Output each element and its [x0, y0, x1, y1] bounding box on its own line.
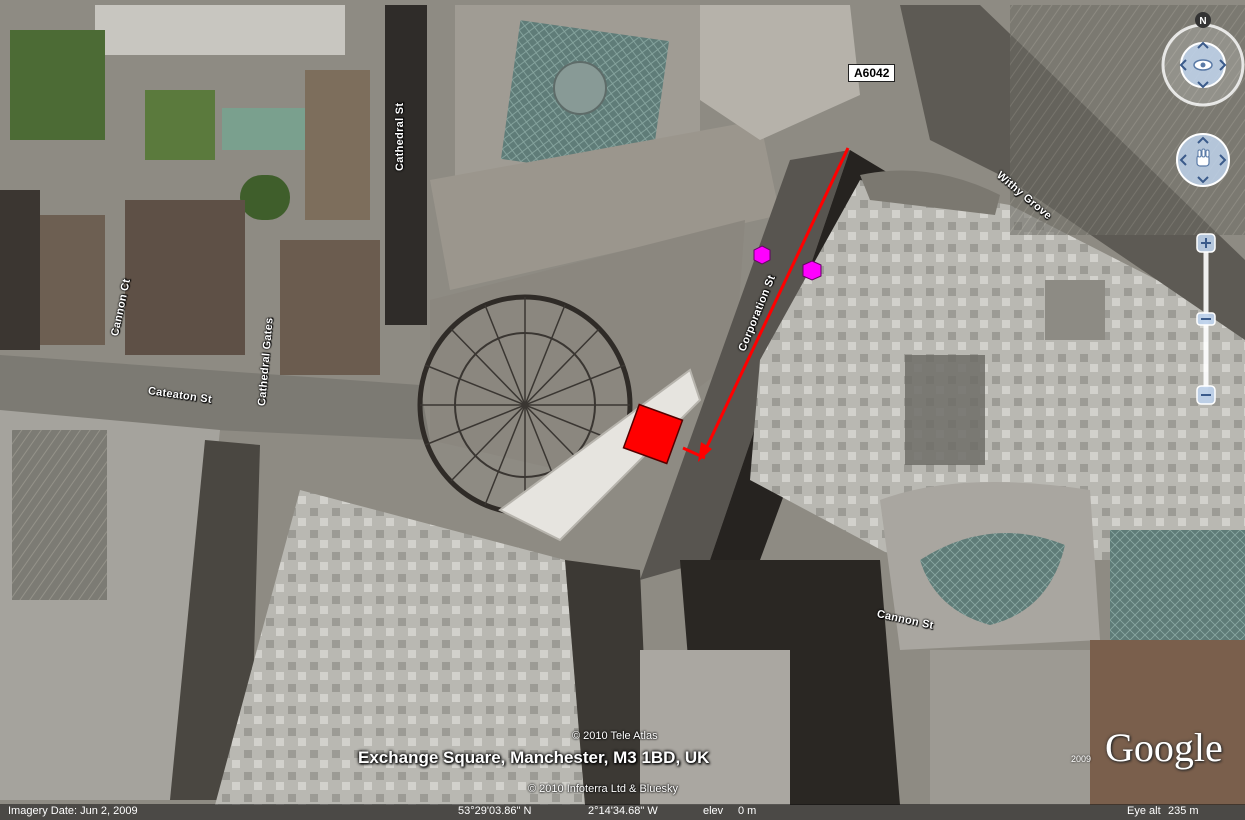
building-block [95, 5, 345, 55]
shadow [0, 190, 40, 350]
chevron-left-icon[interactable] [1179, 59, 1187, 71]
plus-icon [1201, 238, 1211, 248]
direction-arrow [701, 147, 850, 456]
hexagon-marker [802, 260, 822, 281]
chevron-down-icon[interactable] [1197, 176, 1209, 184]
elev-label: elev [703, 805, 724, 817]
street-label-cathedral-st: Cathedral St [394, 102, 406, 171]
hexagon-marker [753, 245, 771, 265]
building-block [280, 240, 380, 375]
status-bar: Imagery Date: Jun 2, 2009 53°29'03.86" N… [0, 804, 1245, 820]
shadow [385, 5, 427, 325]
building-block [305, 70, 370, 220]
compass-north[interactable]: N [1195, 12, 1211, 28]
location-square-marker [622, 403, 684, 465]
chevron-down-icon[interactable] [1197, 81, 1209, 89]
eye-alt-label: Eye alt [1127, 805, 1161, 817]
google-year: 2009 [1071, 754, 1092, 764]
building-block [750, 180, 1245, 560]
zoom-handle[interactable] [1196, 312, 1216, 326]
place-title: Exchange Square, Manchester, M3 1BD, UK [358, 748, 710, 767]
longitude-readout: 2°14'34.68" W [588, 805, 658, 817]
chevron-up-icon[interactable] [1197, 136, 1209, 144]
elev-value: 0 m [738, 805, 757, 817]
roof-equipment [905, 355, 985, 465]
rail-lines [12, 430, 107, 600]
latitude-readout: 53°29'03.86" N [458, 805, 532, 817]
google-logo: Google [1105, 725, 1223, 770]
building-block [125, 200, 245, 355]
tree [240, 175, 290, 220]
road-shield-a6042: A6042 [848, 64, 896, 82]
zoom-out-button[interactable] [1196, 385, 1216, 405]
glass-roof [920, 533, 1065, 625]
shadow [170, 440, 260, 800]
building-block [215, 490, 585, 805]
building-block [430, 120, 780, 290]
dome [553, 61, 607, 115]
eye-alt-value: 235 m [1168, 805, 1199, 817]
park-green [10, 30, 105, 140]
copyright-tele-atlas: © 2010 Tele Atlas [572, 730, 658, 742]
svg-text:N: N [1199, 16, 1206, 27]
chevron-up-icon[interactable] [1197, 41, 1209, 49]
chevron-left-icon[interactable] [1179, 154, 1187, 166]
building-block [1090, 640, 1245, 805]
copyright-infoterra: © 2010 Infoterra Ltd & Bluesky [528, 783, 678, 795]
shadow [565, 560, 650, 805]
park-green [145, 90, 215, 160]
building-block [930, 650, 1090, 805]
arrow-connector [682, 446, 706, 460]
glass-roof [1110, 530, 1245, 640]
zoom-in-button[interactable] [1196, 233, 1216, 253]
eye-icon [1193, 59, 1213, 71]
chevron-right-icon[interactable] [1219, 154, 1227, 166]
imagery-date: Imagery Date: Jun 2, 2009 [8, 805, 138, 817]
road [0, 355, 430, 440]
building-block [700, 5, 860, 140]
building-block [860, 170, 1000, 215]
chevron-right-icon[interactable] [1219, 59, 1227, 71]
roof-equipment [1045, 280, 1105, 340]
building-block [640, 650, 790, 805]
look-control[interactable] [1161, 23, 1245, 107]
move-control[interactable] [1176, 133, 1230, 187]
hand-icon [1196, 148, 1210, 167]
zoom-slider[interactable] [1196, 233, 1216, 405]
